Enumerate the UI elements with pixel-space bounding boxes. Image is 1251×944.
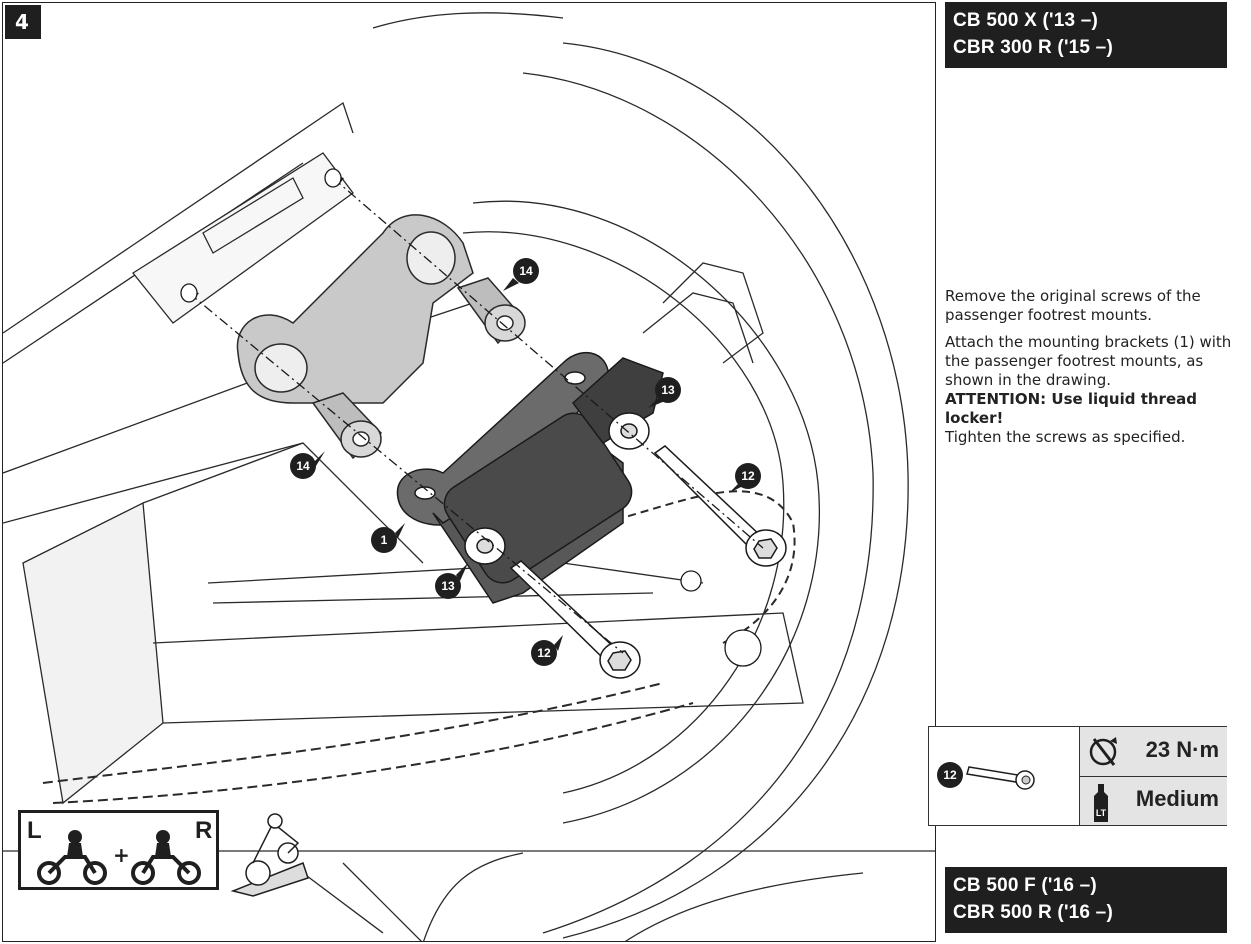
- motorcycle-right-icon: [131, 830, 201, 885]
- model-line: CBR 500 R ('16 –): [953, 902, 1113, 923]
- instruction-attach: Attach the mounting brackets (1) with th…: [945, 333, 1232, 389]
- motorcycle-left-icon: [37, 830, 107, 885]
- svg-text:14: 14: [296, 459, 310, 473]
- callout-14-lower: 14: [290, 451, 325, 479]
- torque-wrench-icon: [1089, 737, 1117, 766]
- callout-14-upper: 14: [503, 258, 539, 291]
- spec-values: 23 N·m LT Medium: [1079, 727, 1227, 825]
- torque-value: 23 N·m: [1145, 737, 1219, 762]
- screw-cell: 12: [929, 727, 1079, 825]
- attention-note: ATTENTION: Use liquid thread locker!: [945, 390, 1197, 427]
- plus-sign: +: [113, 843, 130, 867]
- callout-1: 1: [371, 523, 405, 553]
- svg-text:12: 12: [943, 768, 957, 782]
- thread-locker-icon: LT: [1094, 784, 1108, 822]
- threadlocker-row: LT Medium: [1080, 776, 1227, 825]
- step-number: 4: [5, 5, 41, 39]
- callout-13-lower: 13: [435, 563, 468, 599]
- model-line: CBR 300 R ('15 –): [953, 37, 1113, 58]
- model-line: CB 500 F ('16 –): [953, 875, 1097, 896]
- svg-text:14: 14: [519, 264, 533, 278]
- right-label: R: [195, 817, 213, 844]
- svg-text:12: 12: [741, 469, 755, 483]
- model-line: CB 500 X ('13 –): [953, 10, 1099, 31]
- callout-12-lower: 12: [531, 635, 563, 666]
- svg-text:13: 13: [441, 579, 455, 593]
- model-header-bottom: CB 500 F ('16 –) CBR 500 R ('16 –): [945, 867, 1227, 933]
- svg-text:LT: LT: [1096, 808, 1107, 818]
- svg-text:13: 13: [661, 383, 675, 397]
- left-label: L: [27, 817, 42, 844]
- torque-row: 23 N·m: [1080, 727, 1227, 777]
- callout-13-upper: 13: [648, 377, 681, 408]
- assembly-drawing: 14 14 13 13 12 12 1: [3, 12, 935, 941]
- instruction-tighten: Tighten the screws as specified.: [945, 428, 1186, 446]
- torque-spec-table: 12 23 N·m LT Medium: [928, 726, 1227, 826]
- svg-text:1: 1: [381, 533, 388, 547]
- model-header-top: CB 500 X ('13 –) CBR 300 R ('15 –): [945, 2, 1227, 68]
- callout-12-upper: 12: [729, 463, 761, 493]
- instruction-remove: Remove the original screws of the passen…: [945, 287, 1201, 324]
- screw-illustration: 12: [937, 762, 1035, 790]
- svg-text:12: 12: [537, 646, 551, 660]
- illustration-panel: 14 14 13 13 12 12 1: [2, 2, 936, 942]
- threadlocker-value: Medium: [1135, 786, 1219, 811]
- motorcycle-on-stand-icon: [230, 813, 309, 897]
- both-sides-icon: L R +: [18, 810, 219, 890]
- instructions: Remove the original screws of the passen…: [945, 287, 1235, 455]
